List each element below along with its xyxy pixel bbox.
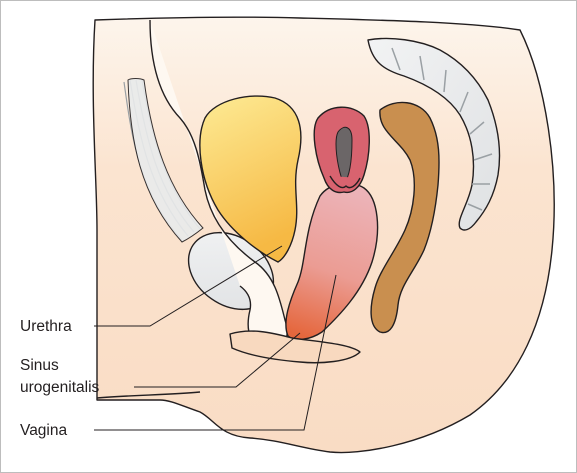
label-urethra: Urethra	[20, 318, 72, 335]
label-sinus-line1: Sinus	[20, 357, 59, 374]
label-vagina: Vagina	[20, 422, 67, 439]
label-sinus-line2: urogenitalis	[20, 379, 100, 396]
